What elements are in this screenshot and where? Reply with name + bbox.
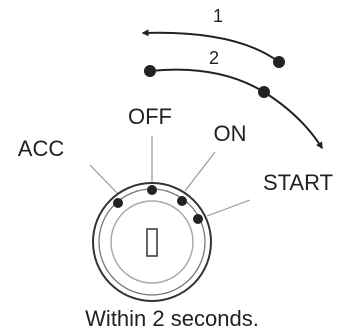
off-label: OFF xyxy=(128,104,172,129)
start-leader-line xyxy=(206,199,251,217)
cylinder-outer-ring xyxy=(92,182,212,302)
caption: Within 2 seconds. xyxy=(85,306,259,331)
arrow-2-start-dot xyxy=(144,65,156,77)
arrow-2: 2 xyxy=(144,48,323,150)
arrow-1-curve xyxy=(141,29,280,63)
start-position-dot xyxy=(193,214,203,224)
on-position-dot xyxy=(177,196,187,206)
arrow-2-label: 2 xyxy=(209,48,219,68)
start-label: START xyxy=(263,170,333,195)
arrow-2-curve-lower xyxy=(263,91,323,150)
cylinder-inner-ring xyxy=(110,200,194,284)
acc-position-dot xyxy=(113,198,123,208)
acc-leader-line xyxy=(89,164,118,194)
arrow-1-dot xyxy=(273,56,285,68)
arrow-2-curve-upper xyxy=(149,68,265,93)
on-leader-line xyxy=(184,151,216,192)
key-cylinder xyxy=(92,182,212,302)
leader-lines xyxy=(89,136,251,217)
key-slot xyxy=(146,228,158,257)
on-label: ON xyxy=(214,121,247,146)
arrow-2-mid-dot xyxy=(258,86,270,98)
arrow-1-label: 1 xyxy=(213,6,223,26)
acc-label: ACC xyxy=(18,136,65,161)
off-position-dot xyxy=(147,185,157,195)
arrow-1: 1 xyxy=(141,6,285,68)
